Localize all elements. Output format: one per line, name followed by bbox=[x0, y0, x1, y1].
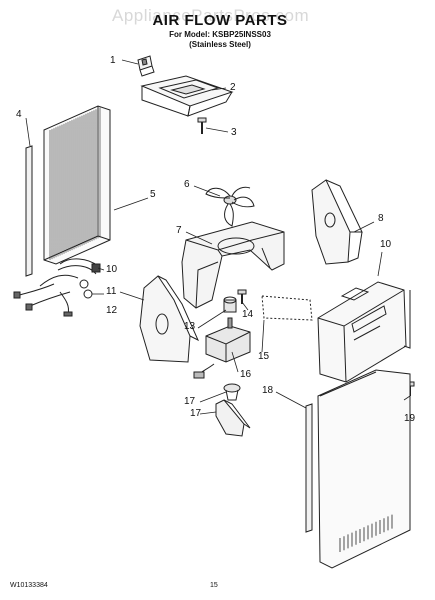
part-2-motor-bracket bbox=[215, 399, 251, 437]
part-7-fan-motor bbox=[193, 317, 251, 379]
part-10-mount-lower bbox=[223, 383, 241, 401]
callout-17: 3 bbox=[231, 127, 237, 138]
callout-3: 1 bbox=[110, 55, 116, 66]
part-5-evaporator-coil bbox=[43, 105, 111, 265]
callout-19: 11 bbox=[106, 286, 117, 297]
part-18-bracket bbox=[311, 179, 363, 265]
callout-8: 6 bbox=[184, 179, 190, 190]
finish-line: (Stainless Steel) bbox=[189, 40, 251, 49]
callout-5: 5 bbox=[150, 189, 156, 200]
callout-4: 2 bbox=[230, 82, 236, 93]
callout-6: 12 bbox=[106, 305, 118, 316]
part-1-fan-shroud bbox=[181, 221, 285, 309]
watermark: AppliancePartsPros.com bbox=[112, 6, 310, 25]
callout-7: 16 bbox=[240, 369, 252, 380]
callout-1: 7 bbox=[176, 225, 182, 236]
callout-16: 19 bbox=[404, 413, 416, 424]
callout-17: 14 bbox=[242, 309, 254, 320]
part-17-screw-middle bbox=[237, 289, 247, 304]
callout-13: 15 bbox=[258, 351, 270, 362]
callout-10: 17 bbox=[184, 396, 196, 407]
part-10-mount-upper bbox=[223, 296, 237, 313]
part-4-duct-plate bbox=[140, 75, 234, 117]
callout-15: 10 bbox=[380, 239, 392, 250]
main-liner-panel bbox=[317, 369, 411, 569]
part-17-screw-upper bbox=[197, 117, 207, 134]
part-14-strip bbox=[25, 145, 33, 277]
part-3-clip bbox=[137, 55, 155, 77]
part-11-strip bbox=[305, 403, 313, 533]
part-19-side-baffle bbox=[139, 275, 200, 363]
diagram-subtitle: For Model: KSBP25INSS03 (Stainless Steel… bbox=[120, 30, 320, 50]
diagram-title: AIR FLOW PARTS bbox=[152, 12, 288, 29]
part-15-rear-panel bbox=[317, 281, 411, 383]
callout-18: 8 bbox=[378, 213, 384, 224]
callout-14: 4 bbox=[16, 109, 22, 120]
callout-10: 13 bbox=[184, 321, 196, 332]
part-13-plate bbox=[261, 295, 313, 321]
document-number: W10133384 bbox=[10, 582, 48, 589]
callout-12: 10 bbox=[106, 264, 118, 275]
model-line: For Model: KSBP25INSS03 bbox=[169, 30, 271, 39]
part-6-connector bbox=[79, 279, 93, 299]
page-number: 15 bbox=[210, 582, 218, 589]
part-12-wire-harness bbox=[13, 258, 101, 317]
part-8-fan-blade bbox=[205, 186, 255, 227]
callout-leaders bbox=[25, 59, 411, 415]
callout-2: 17 bbox=[190, 408, 202, 419]
callout-11: 18 bbox=[262, 385, 274, 396]
